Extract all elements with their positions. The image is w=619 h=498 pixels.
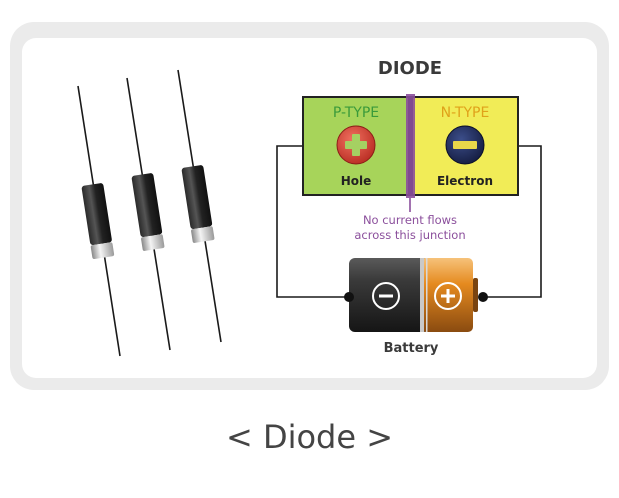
battery-positive-terminal [478, 292, 488, 302]
hole-plus-icon [336, 125, 376, 165]
pn-junction [406, 94, 415, 198]
n-type-label: N-TYPE [441, 105, 490, 121]
p-type-label: P-TYPE [333, 105, 379, 121]
battery-label: Battery [384, 341, 439, 356]
junction-note-line1: No current flows [363, 213, 457, 227]
figure-caption: < Diode > [225, 418, 394, 456]
battery-positive-icon [434, 282, 462, 310]
diode-component-3 [177, 69, 222, 343]
diagram-panel [22, 38, 597, 378]
circuit-wires [276, 145, 542, 298]
diode-component-1 [77, 85, 121, 357]
diagram-title: DIODE [378, 58, 442, 79]
battery-negative-terminal [344, 292, 354, 302]
junction-note-line2: across this junction [354, 228, 465, 242]
electron-minus-icon [445, 125, 485, 165]
hole-label: Hole [341, 174, 372, 188]
diode-component-2 [126, 77, 171, 351]
battery-negative-icon [372, 282, 400, 310]
battery [344, 258, 488, 332]
electron-label: Electron [437, 174, 493, 188]
